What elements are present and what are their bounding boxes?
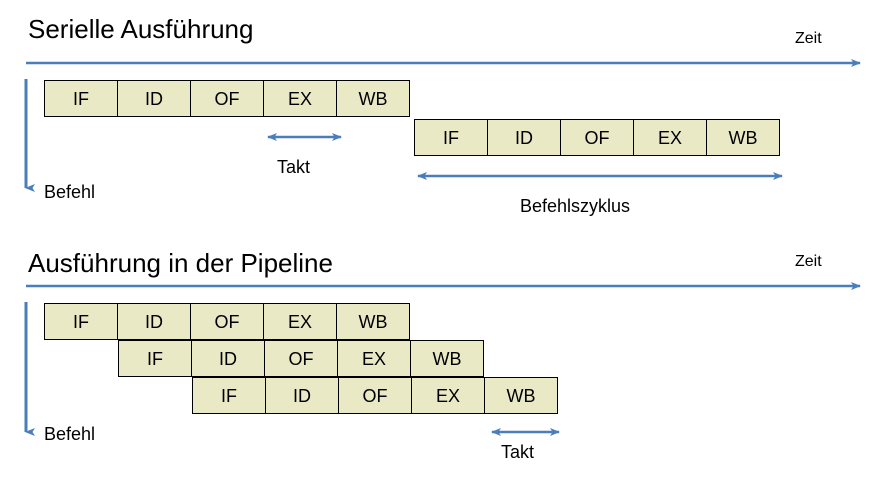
pipeline-time-axis-label: Zeit — [795, 253, 822, 270]
stage-cell: IF — [192, 377, 266, 414]
stage-cell: OF — [338, 377, 412, 414]
stage-cell: EX — [633, 119, 707, 156]
stage-cell: WB — [336, 303, 410, 340]
stage-cell: IF — [44, 303, 118, 340]
pipeline-section-title: Ausführung in der Pipeline — [28, 248, 333, 278]
stage-cell: ID — [117, 80, 191, 117]
pipeline-instruction-row-3: IF ID OF EX WB — [192, 377, 558, 414]
serial-section-title: Serielle Ausführung — [28, 14, 254, 44]
stage-cell: OF — [190, 303, 264, 340]
pipeline-instruction-row-1: IF ID OF EX WB — [44, 303, 410, 340]
stage-cell: OF — [560, 119, 634, 156]
stage-cell: EX — [263, 303, 337, 340]
stage-cell: OF — [264, 340, 338, 377]
stage-cell: IF — [414, 119, 488, 156]
serial-cycle-label: Befehlszyklus — [520, 196, 631, 216]
serial-instruction-row-2: IF ID OF EX WB — [414, 119, 780, 156]
stage-cell: OF — [190, 80, 264, 117]
pipeline-instruction-row-2: IF ID OF EX WB — [118, 340, 484, 377]
stage-cell: WB — [336, 80, 410, 117]
stage-cell: ID — [117, 303, 191, 340]
pipeline-clock-label: Takt — [501, 442, 535, 462]
stage-cell: IF — [44, 80, 118, 117]
stage-cell: ID — [487, 119, 561, 156]
serial-instruction-row-1: IF ID OF EX WB — [44, 80, 410, 117]
stage-cell: EX — [337, 340, 411, 377]
stage-cell: EX — [263, 80, 337, 117]
serial-clock-label: Takt — [277, 157, 311, 177]
stage-cell: ID — [191, 340, 265, 377]
stage-cell: IF — [118, 340, 192, 377]
stage-cell: WB — [410, 340, 484, 377]
stage-cell: EX — [411, 377, 485, 414]
stage-cell: ID — [265, 377, 339, 414]
stage-cell: WB — [706, 119, 780, 156]
stage-cell: WB — [484, 377, 558, 414]
serial-instruction-axis-label: Befehl — [44, 182, 96, 202]
pipeline-instruction-axis-label: Befehl — [44, 424, 96, 444]
serial-time-axis-label: Zeit — [795, 30, 822, 47]
